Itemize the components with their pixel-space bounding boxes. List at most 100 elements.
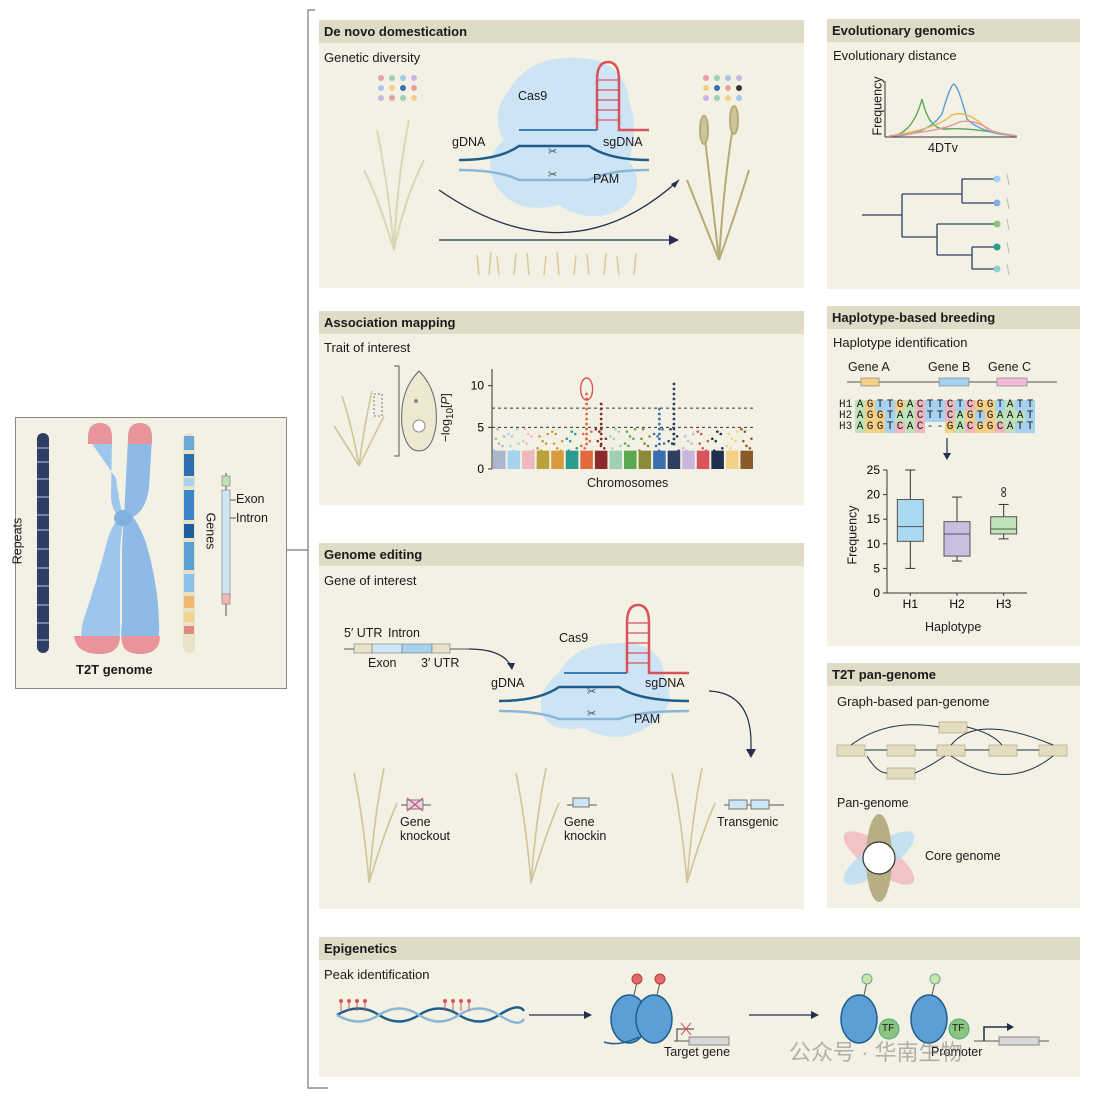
nucleotide: A xyxy=(1015,410,1025,422)
manhattan-point xyxy=(554,432,557,436)
manhattan-point xyxy=(603,446,606,450)
svg-text:✂: ✂ xyxy=(587,708,596,720)
nucleotide: G xyxy=(865,410,875,422)
manhattan-point xyxy=(706,439,710,443)
nucleotide: C xyxy=(945,399,955,411)
nucleotide: C xyxy=(945,410,955,422)
boxplot-y-tick-label: 15 xyxy=(867,512,881,526)
intron-label: Intron xyxy=(236,511,268,525)
manhattan-point xyxy=(567,449,570,452)
manhattan-point xyxy=(698,442,701,445)
knockin-label-1: Gene xyxy=(564,815,595,829)
boxplot-y-tick-label: 5 xyxy=(873,561,880,575)
manhattan-point xyxy=(494,437,498,441)
dot-grid-right xyxy=(703,75,742,101)
tf-label-1: TF xyxy=(882,1023,895,1034)
editing-subtitle: Gene of interest xyxy=(324,573,417,588)
nucleotide: C xyxy=(995,421,1005,433)
manhattan-point xyxy=(725,444,729,448)
manhattan-point xyxy=(672,382,676,386)
nucleotide: T xyxy=(875,399,885,411)
manhattan-point xyxy=(672,437,676,441)
manhattan-point xyxy=(585,427,589,431)
manhattan-point xyxy=(546,432,549,436)
nucleotide: G xyxy=(975,421,985,433)
utr3-label: 3′ UTR xyxy=(421,656,460,670)
manhattan-point xyxy=(538,435,541,438)
manhattan-point xyxy=(596,439,600,443)
manhattan-point xyxy=(611,446,614,450)
svg-text:✂: ✂ xyxy=(548,169,557,181)
manhattan-point xyxy=(727,432,731,436)
nucleotide: T xyxy=(935,399,945,411)
manhattan-point xyxy=(585,392,589,396)
assoc-subtitle: Trait of interest xyxy=(324,340,411,355)
editing-illustration: ✂ ✂ xyxy=(344,603,784,884)
manhattan-point xyxy=(526,432,530,436)
nucleotide: G xyxy=(875,410,885,422)
haplotype-name: H3 xyxy=(839,421,853,433)
manhattan-point xyxy=(657,417,661,421)
nucleotide: A xyxy=(905,410,915,422)
manhattan-point xyxy=(657,422,661,426)
boxplot-box xyxy=(943,521,971,557)
core-genome-label: Core genome xyxy=(925,849,1001,863)
promoter-label: Promoter xyxy=(931,1045,983,1059)
manhattan-point xyxy=(652,432,656,436)
pangenome-title: T2T pan-genome xyxy=(827,663,1080,686)
evo-xlabel: 4DTv xyxy=(928,141,958,155)
manhattan-point xyxy=(560,439,564,443)
manhattan-chromosome-block xyxy=(565,450,579,469)
nucleotide: A xyxy=(895,410,905,422)
manhattan-point xyxy=(661,427,664,431)
manhattan-point xyxy=(599,417,603,421)
nucleotide: A xyxy=(955,421,965,433)
nucleotide: C xyxy=(965,399,975,411)
manhattan-point xyxy=(657,427,661,431)
nucleotide: T xyxy=(1025,399,1035,411)
manhattan-point xyxy=(550,430,554,433)
svg-text:✂: ✂ xyxy=(587,686,596,698)
nucleotide: A xyxy=(1005,410,1015,422)
manhattan-point xyxy=(599,427,603,431)
haplo-panel: Haplotype-based breeding Haplotype ident… xyxy=(827,306,1080,646)
svg-text:✂: ✂ xyxy=(548,146,557,158)
domesticated-plant xyxy=(686,105,750,261)
manhattan-point xyxy=(711,437,714,441)
manhattan-y-tick-label: 5 xyxy=(477,420,484,434)
nucleotide: A xyxy=(855,421,865,433)
nucleotide: A xyxy=(905,399,915,411)
manhattan-point xyxy=(544,442,548,445)
manhattan-point xyxy=(662,442,666,445)
boxplot-outlier xyxy=(1001,487,1007,493)
evo-subtitle: Evolutionary distance xyxy=(833,48,957,63)
manhattan-point xyxy=(704,449,708,452)
manhattan-point xyxy=(672,397,676,401)
manhattan-chromosome-block xyxy=(536,450,550,469)
manhattan-point xyxy=(585,432,589,436)
manhattan-point xyxy=(681,446,685,450)
nucleotide: A xyxy=(1005,399,1015,411)
nucleotide: C xyxy=(915,399,925,411)
boxplot-y-tick-label: 25 xyxy=(867,463,881,477)
gdna-label: gDNA xyxy=(452,135,486,149)
repeats-bar xyxy=(37,423,236,654)
nucleotide: G xyxy=(865,421,875,433)
nucleotide: G xyxy=(985,399,995,411)
manhattan-point xyxy=(646,444,650,448)
pam-label-edit: PAM xyxy=(634,712,661,726)
epi-title: Epigenetics xyxy=(319,937,1080,960)
nucleotide: A xyxy=(995,410,1005,422)
manhattan-chromosome-block xyxy=(638,450,652,469)
manhattan-point xyxy=(648,435,651,438)
cas9-label: Cas9 xyxy=(518,89,548,103)
manhattan-point xyxy=(623,442,627,445)
manhattan-ylabel: −log10[P] xyxy=(438,393,457,443)
exon-label: Exon xyxy=(236,492,265,506)
pangenome-panel: T2T pan-genome Graph-based pan-genome Pa… xyxy=(827,663,1080,908)
nucleotide: C xyxy=(895,421,905,433)
manhattan-point xyxy=(657,449,661,452)
manhattan-point xyxy=(672,407,676,411)
